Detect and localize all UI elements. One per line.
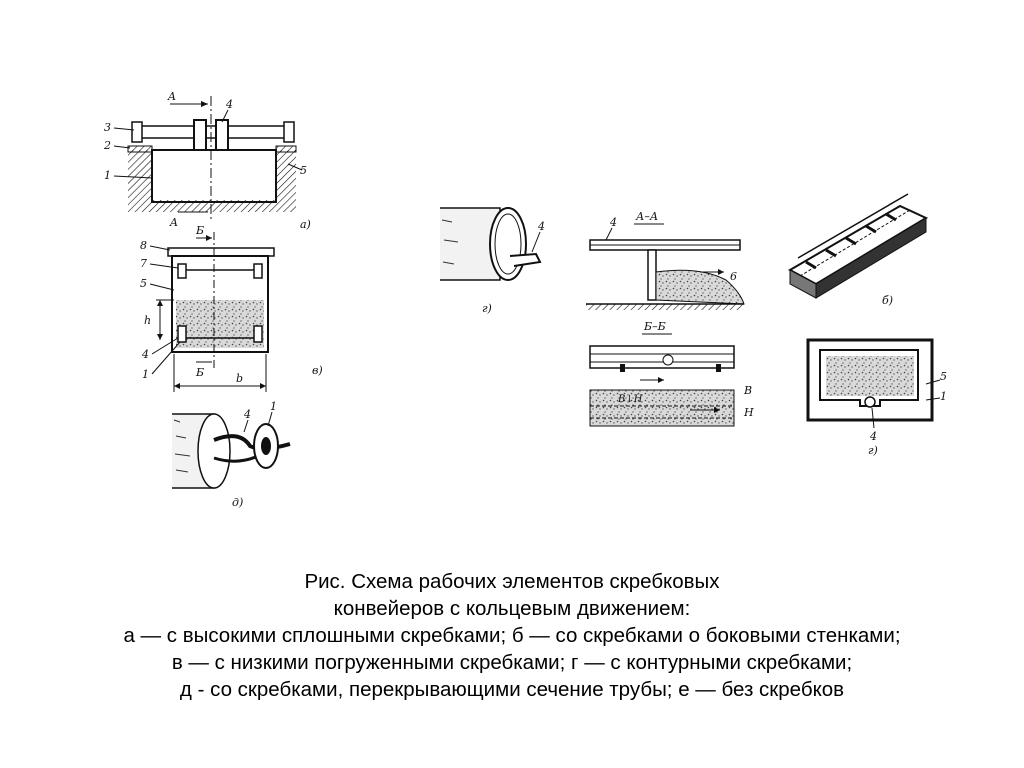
tube-end (197, 413, 231, 489)
material-bb (589, 389, 735, 427)
label-bb-n: Н (743, 406, 754, 419)
label-a-letter: а) (300, 218, 311, 231)
figure-caption: Рис. Схема рабочих элементов скребковых … (0, 568, 1024, 703)
label-a-1: 1 (104, 169, 111, 182)
label-a-section: A (167, 90, 176, 103)
label-a-4: 4 (225, 98, 233, 111)
label-v-4: 4 (141, 348, 149, 361)
label-a-2: 2 (103, 139, 111, 152)
label-d-4: 4 (243, 408, 251, 421)
label-a-5: 5 (300, 164, 307, 177)
scraper-hub (193, 119, 207, 151)
caption-line-1: Рис. Схема рабочих элементов скребковых (304, 570, 720, 593)
contour-scraper (819, 349, 919, 407)
label-v-h: h (144, 314, 151, 327)
scraper-aa (647, 249, 657, 301)
panel-aa: А–А 4 6 (586, 210, 745, 310)
label-v-5: 5 (140, 277, 147, 290)
bulk-material (176, 300, 264, 348)
label-g-letter: г) (482, 302, 492, 315)
material-pile (655, 269, 745, 305)
label-d-letter: д) (232, 496, 243, 509)
label-bb-v: В (743, 384, 752, 397)
label-v-section-top: Б (195, 224, 204, 237)
label-v-section-bottom: Б (195, 366, 204, 379)
label-d-1: 1 (270, 400, 277, 413)
panel-bb: Б–Б В↓Н В Н (589, 320, 754, 427)
label-aa-4: 4 (609, 216, 617, 229)
caption-line-2: конвейеров с кольцевым движением: (333, 597, 691, 620)
panel-d: 4 1 д) (172, 400, 291, 509)
rail-bb (589, 345, 735, 369)
label-gc-4: 4 (869, 430, 877, 443)
cover-plate (167, 247, 275, 257)
panel-g-cross: 5 1 4 г) (806, 338, 947, 457)
trough (151, 149, 277, 203)
shaft (135, 125, 293, 139)
label-bb-vn: В↓Н (617, 394, 643, 405)
caption-line-3: а — с высокими сплошными скребками; б — … (123, 624, 901, 647)
label-aa-6: 6 (730, 270, 737, 283)
label-b-letter: б) (882, 294, 893, 307)
caption-line-4: в — с низкими погруженными скребками; г … (171, 651, 853, 674)
label-gc-5: 5 (940, 370, 947, 383)
panel-b-iso: б) (787, 193, 929, 307)
label-v-8: 8 (140, 239, 147, 252)
panel-v: 8 7 5 4 1 h b Б Б в) (140, 224, 323, 392)
label-v-b: b (236, 372, 243, 385)
label-a-section-bottom: A (169, 216, 178, 229)
panel-a: 3 2 1 4 5 A A а) (103, 90, 311, 231)
label-gc-1: 1 (940, 390, 947, 403)
caption-line-5: д - со скребками, перекрывающими сечение… (179, 678, 845, 701)
conveyor-diagram: 3 2 1 4 5 A A а) (103, 90, 947, 509)
panel-g-tube: 4 г) (440, 207, 545, 315)
label-a-3: 3 (104, 121, 111, 134)
label-v-1: 1 (142, 368, 149, 381)
label-v-7: 7 (140, 257, 147, 270)
material-g (826, 356, 914, 396)
label-aa-title: А–А (635, 210, 658, 223)
label-gc-letter: г) (868, 444, 878, 457)
label-bb-title: Б–Б (643, 320, 666, 333)
label-v-letter: в) (312, 364, 323, 377)
label-g-4: 4 (537, 220, 545, 233)
